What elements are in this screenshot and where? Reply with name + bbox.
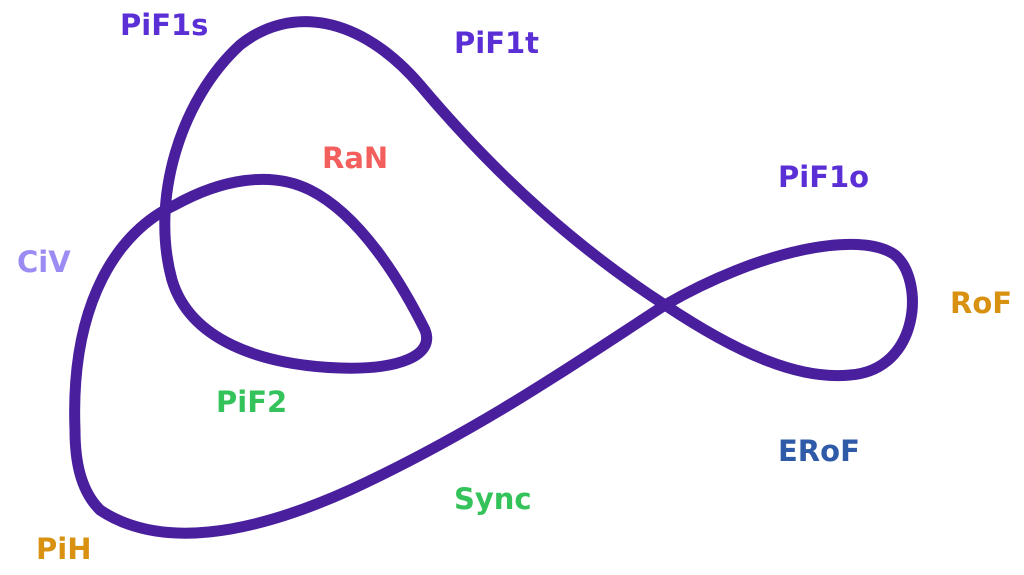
label-erof: ERoF (778, 434, 860, 468)
label-pif1s: PiF1s (120, 8, 209, 42)
label-pif1o: PiF1o (778, 160, 870, 194)
label-pif2: PiF2 (216, 385, 288, 419)
label-pif1t: PiF1t (454, 26, 540, 60)
label-ran: RaN (322, 141, 389, 175)
closed-curve (69, 16, 918, 539)
label-pih: PiH (36, 532, 92, 566)
label-sync: Sync (454, 482, 532, 516)
label-civ: CiV (17, 245, 71, 279)
label-rof: RoF (950, 286, 1013, 320)
